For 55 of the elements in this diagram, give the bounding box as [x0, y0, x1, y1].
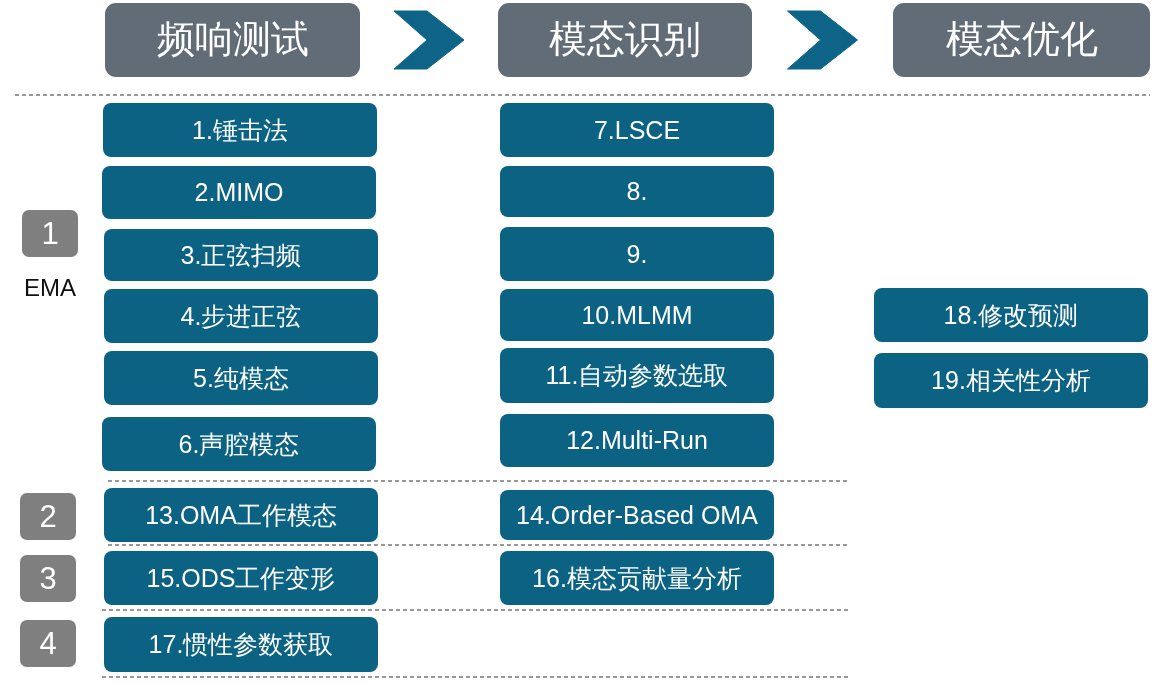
- stage-title: 模态优化: [945, 18, 1098, 62]
- method-label: 13.OMA工作模态: [145, 500, 337, 530]
- method-box: [874, 288, 1148, 342]
- method-label: 4.步进正弦: [180, 301, 302, 331]
- stage-header-box: [105, 3, 360, 77]
- chevron-arrow: [393, 10, 465, 70]
- method-label: 6.声腔模态: [178, 429, 300, 459]
- method-label: 12.Multi-Run: [566, 426, 708, 455]
- stage-title: 频响测试: [156, 18, 309, 62]
- method-box: [500, 551, 774, 605]
- stage-header-box: [893, 3, 1150, 77]
- method-label: 16.模态贡献量分析: [532, 563, 742, 593]
- method-label: 19.相关性分析: [931, 366, 1091, 395]
- stage-header-box: [498, 3, 752, 77]
- method-box: [104, 289, 378, 343]
- method-label: 18.修改预测: [943, 300, 1079, 330]
- method-box: [874, 353, 1148, 408]
- method-label: 14.Order-Based OMA: [516, 500, 758, 530]
- method-label: 3.正弦扫频: [180, 240, 302, 270]
- method-box: [500, 103, 774, 157]
- method-box: [500, 289, 774, 341]
- method-label: 15.ODS工作变形: [146, 563, 336, 593]
- method-label: 1.锤击法: [192, 115, 288, 145]
- method-box: [102, 166, 376, 219]
- method-box: [103, 103, 377, 157]
- chevron-arrow: [787, 10, 858, 70]
- method-box: [104, 551, 378, 605]
- method-label: 2.MIMO: [194, 178, 284, 207]
- method-label: 8.: [626, 177, 648, 206]
- method-box: [500, 227, 774, 281]
- method-label: 7.LSCE: [593, 115, 681, 145]
- group-number-tile: [20, 493, 76, 540]
- group-number-tile: [22, 210, 78, 257]
- method-box: [500, 166, 774, 217]
- method-box: [500, 414, 774, 467]
- method-box: [104, 351, 378, 405]
- group-number-tile: [20, 620, 76, 667]
- method-box: [104, 488, 378, 542]
- method-label: 9.: [626, 239, 648, 269]
- group-number: 1: [41, 215, 59, 252]
- method-box: [104, 229, 378, 281]
- group-caption: EMA: [23, 275, 77, 302]
- method-label: 5.纯模态: [193, 363, 289, 393]
- method-box: [500, 348, 774, 403]
- stage-title: 模态识别: [549, 18, 701, 62]
- method-label: 17.惯性参数获取: [148, 630, 334, 659]
- group-number-tile: [20, 555, 76, 602]
- method-box: [104, 617, 378, 672]
- method-box: [102, 417, 376, 471]
- group-number: 2: [39, 498, 57, 535]
- method-label: 10.MLMM: [581, 300, 693, 330]
- method-label: 11.自动参数选取: [545, 361, 729, 390]
- group-number: 3: [39, 560, 57, 597]
- group-number: 4: [39, 625, 57, 662]
- method-box: [500, 490, 774, 540]
